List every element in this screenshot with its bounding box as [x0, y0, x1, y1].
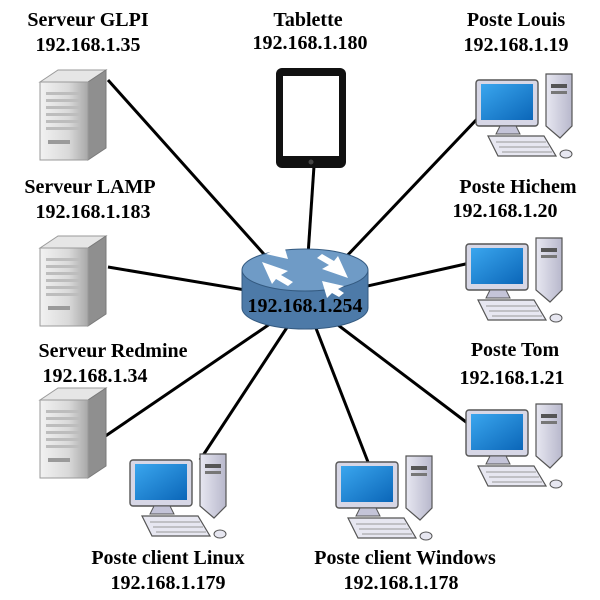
- router-ip: 192.168.1.254: [248, 295, 363, 317]
- workstation-icon: [475, 73, 573, 159]
- node-name: Serveur LAMP: [24, 176, 155, 198]
- label-redmine: Serveur Redmine 192.168.1.34: [38, 340, 187, 387]
- node-name: Poste Hichem: [459, 176, 577, 198]
- node-ip: 192.168.1.21: [460, 367, 565, 389]
- label-linux: Poste client Linux 192.168.1.179: [91, 547, 244, 594]
- node-name: Poste client Linux: [91, 547, 244, 569]
- tablet-icon: [276, 68, 346, 168]
- router-icon: [241, 242, 369, 330]
- node-name: Poste client Windows: [314, 547, 496, 569]
- node-name: Serveur Redmine: [38, 340, 187, 362]
- node-ip: 192.168.1.179: [111, 572, 226, 594]
- server-icon: [39, 387, 107, 479]
- node-ip: 192.168.1.178: [344, 572, 459, 594]
- label-louis: Poste Louis 192.168.1.19: [464, 9, 569, 56]
- node-ip: 192.168.1.35: [36, 34, 141, 56]
- node-name: Tablette: [273, 9, 342, 31]
- workstation-icon: [129, 453, 227, 539]
- node-name: Poste Louis: [467, 9, 566, 31]
- node-ip: 192.168.1.183: [36, 201, 151, 223]
- label-lamp: Serveur LAMP 192.168.1.183: [24, 176, 155, 223]
- server-icon: [39, 69, 107, 161]
- node-name: Serveur GLPI: [27, 9, 149, 31]
- node-name: Poste Tom: [471, 339, 560, 361]
- label-tablet: Tablette 192.168.1.180: [253, 9, 368, 54]
- label-glpi: Serveur GLPI 192.168.1.35: [27, 9, 149, 56]
- node-ip: 192.168.1.20: [453, 200, 558, 222]
- workstation-icon: [335, 455, 433, 541]
- node-ip: 192.168.1.19: [464, 34, 569, 56]
- workstation-icon: [465, 237, 563, 323]
- label-tom: Poste Tom 192.168.1.21: [460, 339, 565, 389]
- server-icon: [39, 235, 107, 327]
- label-windows: Poste client Windows 192.168.1.178: [314, 547, 496, 594]
- workstation-icon: [465, 403, 563, 489]
- label-hichem: Poste Hichem 192.168.1.20: [453, 176, 577, 222]
- node-ip: 192.168.1.34: [43, 365, 148, 387]
- node-ip: 192.168.1.180: [253, 32, 368, 54]
